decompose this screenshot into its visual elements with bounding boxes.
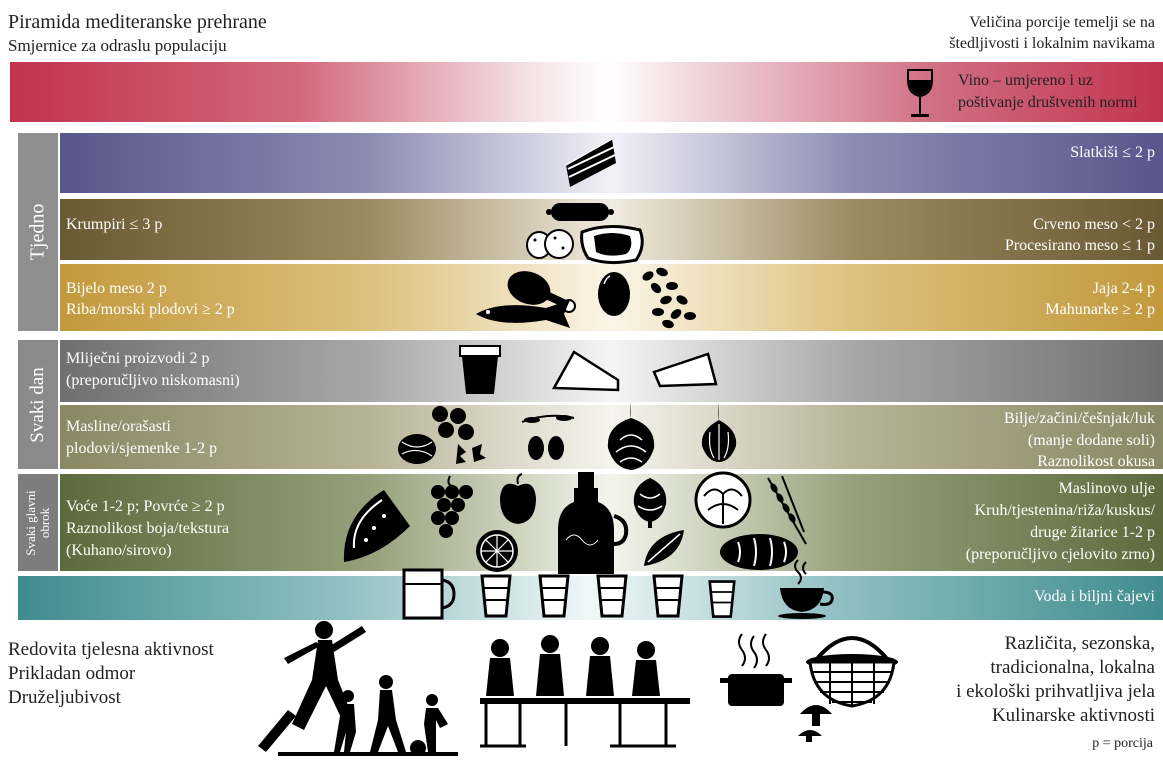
walnut-icon — [398, 434, 436, 464]
daily-side-label: Svaki dan — [18, 340, 58, 469]
chicken-leg-icon — [507, 271, 576, 313]
herbs-text-line3: Raznolikost okusa — [1037, 453, 1155, 470]
steak-icon — [580, 225, 644, 265]
dairy-text-line1: Mliječni proizvodi 2 p — [66, 350, 210, 367]
cheese-icon — [652, 352, 718, 388]
water-band — [18, 576, 1163, 620]
fruit-text-line3: (Kuhano/sirovo) — [66, 542, 172, 559]
fruit-text-line2: Raznolikost boja/tekstura — [66, 520, 230, 537]
daily-label-text: Svaki dan — [27, 366, 48, 443]
tea-cup-icon — [778, 559, 834, 619]
onion-icon — [607, 402, 655, 470]
egg-icon — [598, 272, 630, 316]
fruit-text-line1: Voće 1-2 p; Povrće ≥ 2 p — [66, 498, 225, 515]
dairy-text-line2: (preporučljivo niskomasni) — [66, 372, 240, 389]
nuts-text-line2: plodovi/sjemenke 1-2 p — [66, 440, 218, 457]
cooking-pot-icon — [720, 633, 792, 706]
grapes-icon — [431, 475, 473, 538]
lifestyle-line2: Prikladan odmor — [8, 663, 136, 684]
dairy-band — [60, 340, 1163, 402]
water-glass-icon — [652, 574, 684, 618]
fish-text: Riba/morski plodovi ≥ 2 p — [66, 301, 235, 318]
potato-icon — [526, 229, 574, 259]
apple-icon — [500, 473, 536, 524]
portion-note: Veličina porcije temelji se na štedljivo… — [949, 12, 1155, 54]
beans-icon — [642, 267, 696, 329]
people-dining-icon — [480, 635, 690, 748]
wine-glass-icon — [907, 69, 933, 117]
red-meat-text: Crveno meso < 2 p — [1033, 216, 1155, 233]
grains-text-line2: druge žitarice 1-2 p — [1030, 524, 1155, 541]
olive-icon — [432, 406, 486, 464]
portion-note-line2: štedljivosti i lokalnim navikama — [949, 35, 1155, 52]
water-glass-icon — [708, 580, 736, 618]
nuts-text-line1: Masline/orašasti — [66, 418, 171, 435]
meal-side-label: Svaki glavni obrok — [18, 474, 58, 571]
olive-icon — [521, 414, 575, 460]
lifestyle-line1: Redovita tjelesna aktivnost — [8, 639, 214, 660]
artichoke-icon — [633, 478, 667, 528]
lifestyle-line3: Druželjubivost — [8, 687, 121, 708]
mushroom-icon — [798, 705, 832, 742]
water-glass-icon — [480, 574, 512, 618]
cheese-icon — [551, 350, 620, 392]
potatoes-text: Krumpiri ≤ 3 p — [66, 216, 163, 233]
food-culture-line1: Različita, sezonska, — [1004, 633, 1155, 654]
cake-icon — [565, 138, 616, 187]
wine-band — [10, 62, 1163, 122]
water-glass-icon — [538, 574, 570, 618]
wine-text-line2: poštivanje društvenih normi — [958, 94, 1138, 111]
portion-note-line1: Veličina porcije temelji se na — [969, 14, 1155, 31]
wine-text-line1: Vino – umjereno i uz — [958, 72, 1094, 89]
page-title: Piramida mediteranske prehrane — [8, 11, 267, 33]
herbs-text-line2: (manje dodane soli) — [1027, 432, 1155, 449]
processed-meat-text: Procesirano meso ≤ 1 p — [1004, 237, 1155, 254]
oil-jug-icon — [558, 472, 629, 574]
herbs-text-line1: Bilje/začini/češnjak/luk — [1003, 410, 1155, 427]
eggs-text: Jaja 2-4 p — [1092, 280, 1155, 297]
footnote: p = porcija — [1092, 736, 1153, 751]
white-meat-text: Bijelo meso 2 p — [66, 280, 167, 297]
wheat-icon — [767, 475, 807, 545]
fish-icon — [476, 300, 570, 328]
basket-icon — [806, 636, 898, 708]
grains-text-line1: Kruh/tjestenina/riža/kuskus/ — [974, 502, 1155, 519]
water-text: Voda i biljni čajevi — [1033, 588, 1155, 605]
people-exercise-icon — [258, 621, 458, 756]
oil-text: Maslinovo ulje — [1058, 480, 1155, 497]
bread-icon — [720, 534, 798, 570]
sausage-icon — [546, 203, 614, 221]
water-glass-icon — [596, 574, 628, 618]
garlic-icon — [701, 402, 737, 462]
meal-label-text: Svaki glavni obrok — [23, 489, 52, 556]
food-culture-line2: tradicionalna, lokalna — [990, 657, 1155, 678]
watermelon-icon — [343, 490, 410, 562]
weekly-side-label: Tjedno — [18, 133, 58, 331]
orange-slice-icon — [476, 530, 518, 572]
cabbage-icon — [694, 471, 752, 529]
food-culture-line3: i ekološki prihvatljiva jela — [956, 681, 1155, 702]
water-jug-icon — [402, 568, 456, 620]
sweets-text: Slatkiši ≤ 2 p — [1070, 144, 1155, 161]
weekly-label-text: Tjedno — [26, 203, 49, 261]
food-culture-line4: Kulinarske aktivnosti — [991, 705, 1155, 726]
page-subtitle: Smjernice za odraslu populaciju — [8, 36, 227, 55]
legumes-text: Mahunarke ≥ 2 p — [1045, 301, 1155, 318]
vegetable-leaf-icon — [644, 530, 684, 566]
grains-text-line3: (preporučljivo cjelovito zrno) — [965, 546, 1155, 563]
yogurt-icon — [459, 345, 501, 394]
